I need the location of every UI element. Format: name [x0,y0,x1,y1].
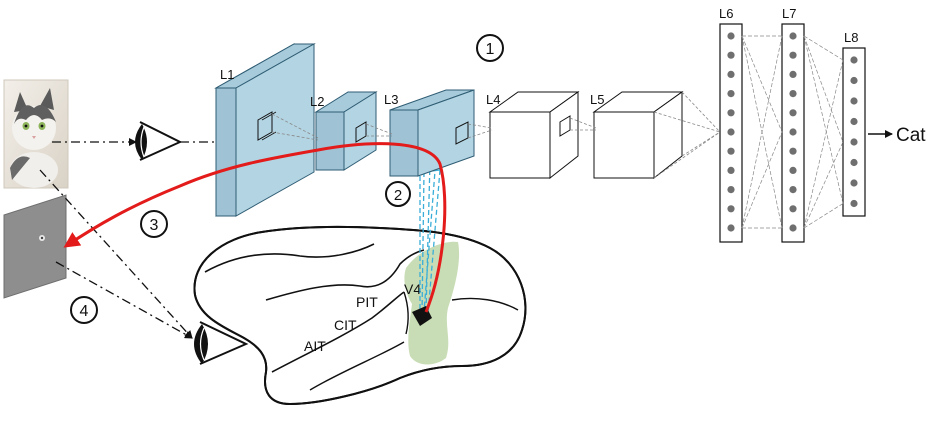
neuron-node [789,128,797,136]
fc-link [803,59,844,229]
step-label: 1 [486,41,495,58]
neuron-node [789,109,797,117]
neuron-node [727,70,735,78]
neuron-node [789,205,797,213]
neuron-node [727,32,735,40]
cat-photo-icon [3,79,69,189]
fc-connections [741,35,844,229]
layer-label-l2: L2 [310,94,324,109]
step-marker-3: 3 [140,210,168,238]
neuron-node [727,109,735,117]
layer-l3 [389,89,475,177]
neuron-node [727,186,735,194]
neuron-node [789,166,797,174]
step-label: 2 [394,187,402,204]
neuron-node [727,166,735,174]
neuron-node [850,76,858,85]
step-marker-2: 2 [385,181,411,207]
layer-label-l1: L1 [220,67,234,82]
neuron-node [850,158,858,167]
neuron-node [789,51,797,59]
neuron-node [789,186,797,194]
neuron-node [727,90,735,98]
fc-link [741,131,783,229]
fc-link [803,141,844,229]
layer-label-l6: L6 [719,6,733,21]
viewing-lines [39,138,220,339]
layer-l5 [592,91,684,180]
layer-label-l5: L5 [590,92,604,107]
neuron-node [727,51,735,59]
fc-link [741,35,783,133]
layer-label-l3: L3 [384,92,398,107]
step-marker-4: 4 [70,296,98,324]
neuron-node [850,199,858,208]
layer-label-l8: L8 [844,30,858,45]
region-label-v4: V4 [404,281,421,297]
neuron-node [850,117,858,126]
stimulus-display-icon [3,194,67,299]
eye-icon [194,321,249,365]
neuron-node [789,90,797,98]
neuron-node [727,205,735,213]
layer-label-l7: L7 [782,6,796,21]
layer-l1 [214,43,316,217]
eye-icon [135,121,183,161]
neuron-node [789,32,797,40]
neuron-node [727,224,735,232]
neuron-node [850,138,858,146]
fc-link [803,35,844,61]
layer-l4 [488,91,580,180]
neuron-node [850,179,858,187]
receptive-field-projection [419,157,441,315]
layer-connections [271,91,721,179]
fc-link [803,35,844,143]
neuron-node [727,128,735,136]
fc-link [741,35,783,229]
neuron-node [850,56,858,64]
feedback-arrow [63,142,447,313]
output-label: Cat [896,125,926,146]
region-label-pit: PIT [356,294,378,310]
step-label: 4 [80,303,89,320]
fc-nodes [727,32,858,232]
fc-link [803,35,844,204]
layer-l2 [314,91,378,171]
neuron-node [789,224,797,232]
region-label-cit: CIT [334,317,357,333]
step-marker-1: 1 [476,34,504,62]
region-label-ait: AIT [304,338,326,354]
neuron-node [727,147,735,155]
layer-label-l4: L4 [486,92,500,107]
neuron-node [850,97,858,105]
fc-link [803,203,844,229]
monkey-brain [193,225,527,406]
neuron-node [789,147,797,155]
step-label: 3 [150,217,159,234]
neuron-node [789,70,797,78]
layer-l8 [842,47,866,217]
